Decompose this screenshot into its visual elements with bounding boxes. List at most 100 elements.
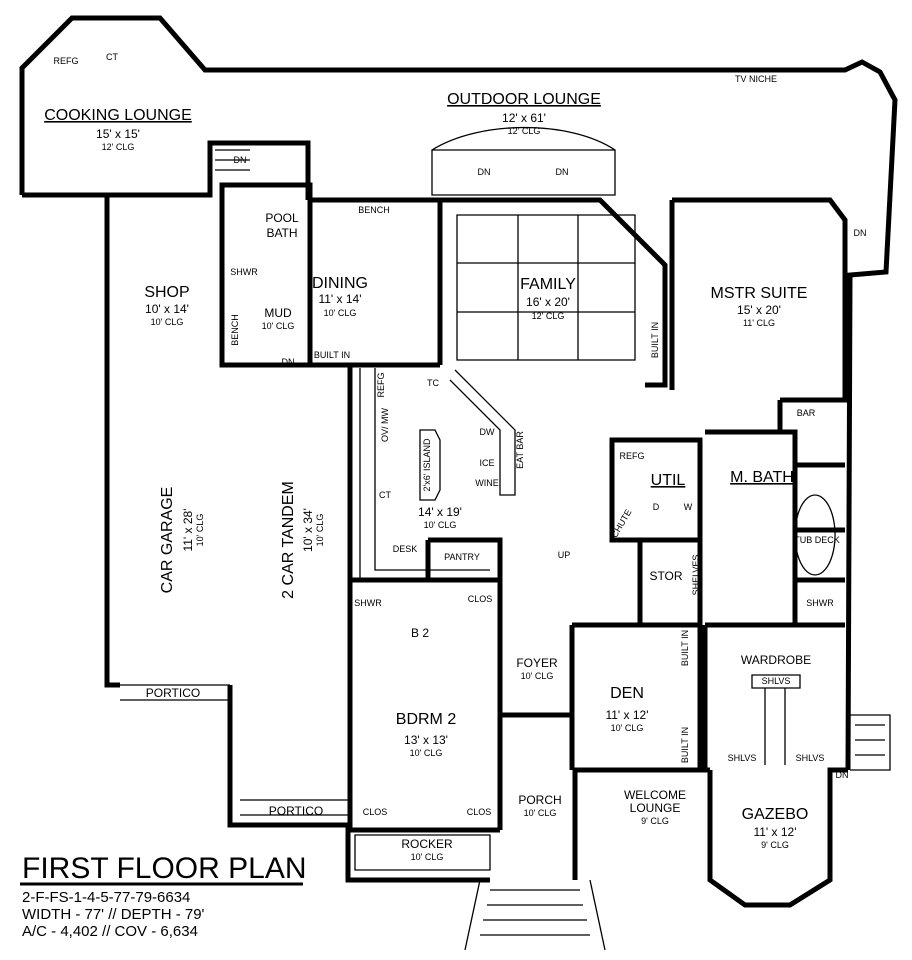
plan-area: A/C - 4,402 // COV - 6,634 [22, 923, 198, 940]
label-dryer: D [653, 502, 660, 512]
clg: 11' CLG [743, 318, 775, 328]
label-desk: DESK [393, 544, 418, 554]
clg: 10' CLG [411, 852, 444, 862]
clg: 9' CLG [761, 840, 789, 850]
room-foyer: FOYER [516, 656, 558, 670]
plan-title: FIRST FLOOR PLAN [22, 852, 307, 885]
label-clos: CLOS [468, 594, 493, 604]
stair-dn: DN [234, 155, 247, 165]
size: 11' x 12' [605, 708, 648, 722]
room-util: UTIL [651, 472, 686, 489]
room-car-garage: CAR GARAGE [159, 487, 176, 594]
label-clos: CLOS [467, 807, 492, 817]
label-bench: BENCH [230, 314, 240, 346]
room-cooking-lounge: COOKING LOUNGE [44, 107, 192, 124]
label-tv-niche: TV NICHE [735, 74, 777, 84]
room-den: DEN [610, 685, 644, 702]
room-pool-bath: POOL [265, 211, 299, 225]
room-labels: REFG CT COOKING LOUNGE 15' x 15' 12' CLG… [44, 52, 866, 862]
clg: 12' CLG [102, 142, 135, 152]
room-family: FAMILY [520, 276, 576, 293]
stair-dn: DN [282, 357, 295, 367]
label-ov-mw: OV/ MW [380, 407, 390, 442]
room-stor: STOR [649, 569, 682, 583]
label-built-in: BUILT IN [650, 322, 660, 358]
clg: 10' CLG [524, 808, 557, 818]
exterior-walls [19, 15, 898, 908]
label-shwr: SHWR [806, 598, 834, 608]
room-shop: SHOP [144, 284, 189, 301]
room-pool-bath: BATH [266, 226, 297, 240]
clg: 10' CLG [611, 723, 644, 733]
clg: 10' CLG [195, 514, 205, 547]
size: 11' x 14' [318, 292, 361, 306]
label-dw: DW [480, 427, 495, 437]
stair-dn: DN [854, 228, 867, 238]
size: 12' x 61' [502, 111, 546, 125]
stair-dn: DN [556, 167, 569, 177]
label-ct: CT [106, 52, 118, 62]
title-block: FIRST FLOOR PLAN 2-F-FS-1-4-5-77-79-6634… [20, 852, 307, 940]
label-clos: CLOS [363, 807, 388, 817]
size: 11' x 12' [753, 825, 796, 839]
clg: 9' CLG [641, 816, 669, 826]
label-tub-deck: TUB DECK [794, 535, 840, 545]
clg: 10' CLG [521, 671, 554, 681]
kitchen-size: 14' x 19' [418, 505, 462, 519]
label-bench: BENCH [358, 205, 390, 215]
size: 15' x 15' [96, 127, 140, 141]
room-b2: B 2 [411, 626, 429, 640]
room-welcome-lounge: WELCOME [624, 788, 686, 802]
label-refg: REFG [619, 451, 644, 461]
room-master-suite: MSTR SUITE [711, 285, 808, 302]
label-built-in: BUILT IN [314, 350, 350, 360]
stair-dn: DN [836, 770, 849, 780]
detail-lines [215, 126, 891, 951]
room-dining: DINING [312, 275, 368, 292]
stair-dn: DN [478, 167, 491, 177]
clg: 10' CLG [424, 520, 457, 530]
label-bar: BAR [797, 408, 816, 418]
label-refg: REFG [53, 56, 78, 66]
label-ice: ICE [479, 458, 494, 468]
size: 10' x 34' [301, 508, 315, 552]
room-master-bath: M. BATH [730, 469, 794, 486]
size: 10' x 14' [145, 302, 189, 316]
label-tc: TC [427, 378, 439, 388]
clg: 12' CLG [532, 311, 565, 321]
room-porch: PORCH [518, 793, 561, 807]
label-eat-bar: EAT BAR [515, 431, 525, 469]
plan-dimensions: WIDTH - 77' // DEPTH - 79' [22, 906, 205, 923]
label-washer: W [684, 502, 693, 512]
room-welcome-lounge: LOUNGE [630, 801, 681, 815]
size: 15' x 20' [737, 303, 781, 317]
plan-code: 2-F-FS-1-4-5-77-79-6634 [22, 889, 190, 906]
label-shlvs: SHLVS [796, 753, 825, 763]
room-2-car-tandem: 2 CAR TANDEM [280, 481, 297, 599]
room-bedroom-2: BDRM 2 [396, 711, 457, 728]
room-portico: PORTICO [269, 804, 323, 818]
clg: 12' CLG [508, 126, 541, 136]
room-wardrobe: WARDROBE [741, 653, 811, 667]
room-gazebo: GAZEBO [742, 806, 809, 823]
interior-walls [219, 182, 848, 833]
clg: 10' CLG [151, 317, 184, 327]
room-rocker: ROCKER [401, 837, 453, 851]
label-built-in: BUILT IN [680, 630, 690, 666]
label-shlvs: SHLVS [762, 676, 791, 686]
clg: 10' CLG [262, 321, 295, 331]
room-mud: MUD [264, 306, 292, 320]
stair-up: UP [558, 550, 571, 560]
clg: 10' CLG [410, 748, 443, 758]
label-refg: REFG [376, 372, 386, 397]
label-shelves: SHELVES [691, 555, 701, 596]
size: 16' x 20' [526, 295, 570, 309]
room-portico: PORTICO [146, 686, 200, 700]
clg: 10' CLG [315, 514, 325, 547]
label-shwr: SHWR [354, 598, 382, 608]
label-pantry: PANTRY [444, 552, 480, 562]
label-shwr: SHWR [230, 267, 258, 277]
label-shlvs: SHLVS [728, 753, 757, 763]
size: 13' x 13' [404, 733, 448, 747]
